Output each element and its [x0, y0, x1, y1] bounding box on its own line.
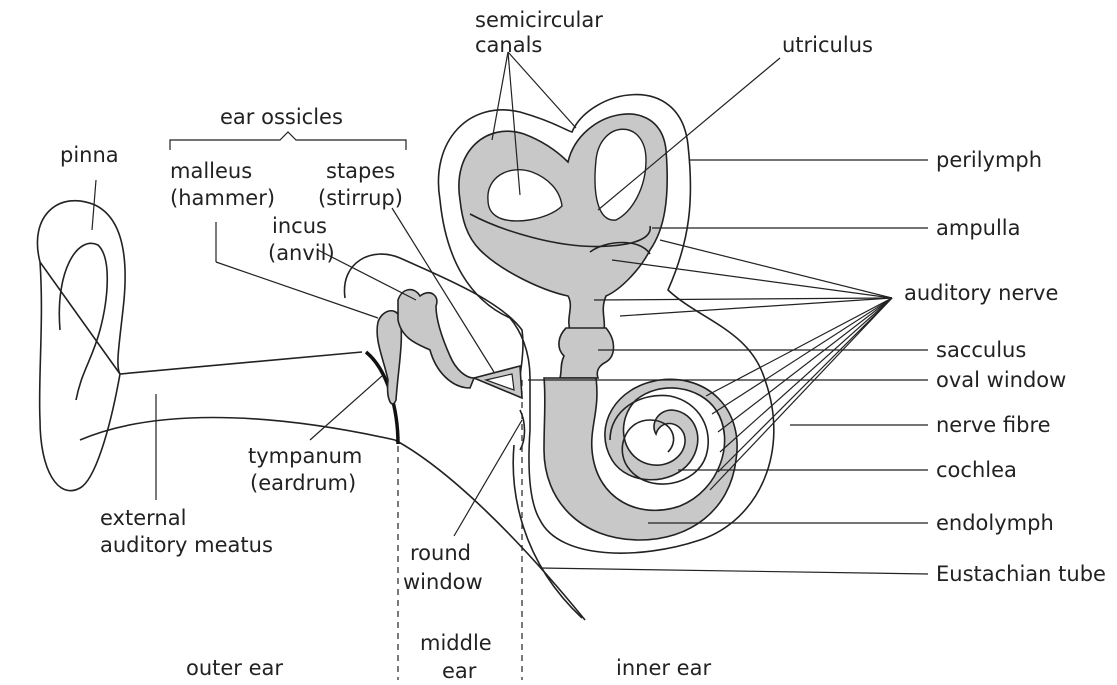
vestibule-sacculus — [559, 328, 614, 378]
label-eustachian-tube: Eustachian tube — [936, 562, 1106, 586]
label-ear-ossicles: ear ossicles — [220, 105, 343, 129]
label-stapes: stapes — [326, 159, 395, 183]
label-perilymph: perilymph — [936, 148, 1042, 172]
ear-canal-lower-wall — [80, 418, 395, 441]
label-oval-window: oval window — [936, 368, 1066, 392]
label-canals: canals — [475, 33, 542, 57]
auditory-nerve-fan — [594, 240, 892, 490]
label-incus: incus — [272, 214, 327, 238]
label-hammer: (hammer) — [170, 186, 275, 210]
label-sacculus: sacculus — [936, 338, 1026, 362]
label-window: window — [403, 570, 483, 594]
label-utriculus: utriculus — [782, 33, 873, 57]
label-malleus: malleus — [170, 159, 252, 183]
label-auditory-nerve: auditory nerve — [904, 281, 1058, 305]
round-window-pointer — [454, 420, 522, 536]
cochlea-spiral — [544, 378, 737, 540]
label-semicircular: semicircular — [475, 8, 603, 32]
incus-bone — [398, 290, 474, 388]
label-nerve-fibre: nerve fibre — [936, 413, 1051, 437]
label-anvil: (anvil) — [268, 241, 335, 265]
label-auditory-meatus: auditory meatus — [100, 533, 273, 557]
label-stirrup: (stirrup) — [318, 186, 403, 210]
inner-ear-structure — [438, 95, 773, 554]
label-round: round — [410, 541, 471, 565]
label-cochlea: cochlea — [936, 458, 1017, 482]
label-inner-ear: inner ear — [616, 656, 711, 680]
label-tympanum: tympanum — [248, 444, 362, 468]
semicircular-pointer-3 — [508, 52, 576, 128]
ossicles-bracket — [170, 132, 406, 150]
semicircular-pointer-1 — [492, 52, 508, 140]
pointer-lines — [92, 52, 928, 574]
label-external: external — [100, 506, 186, 530]
label-ampulla: ampulla — [936, 216, 1021, 240]
malleus-bone — [377, 311, 401, 404]
eustachian-pointer — [540, 568, 928, 574]
label-middle: middle — [420, 631, 492, 655]
label-ear: ear — [442, 659, 477, 683]
label-outer-ear: outer ear — [186, 656, 283, 680]
label-pinna: pinna — [60, 143, 119, 167]
malleus-pointer-2 — [216, 262, 378, 318]
label-eardrum: (eardrum) — [250, 471, 356, 495]
label-endolymph: endolymph — [936, 511, 1054, 535]
